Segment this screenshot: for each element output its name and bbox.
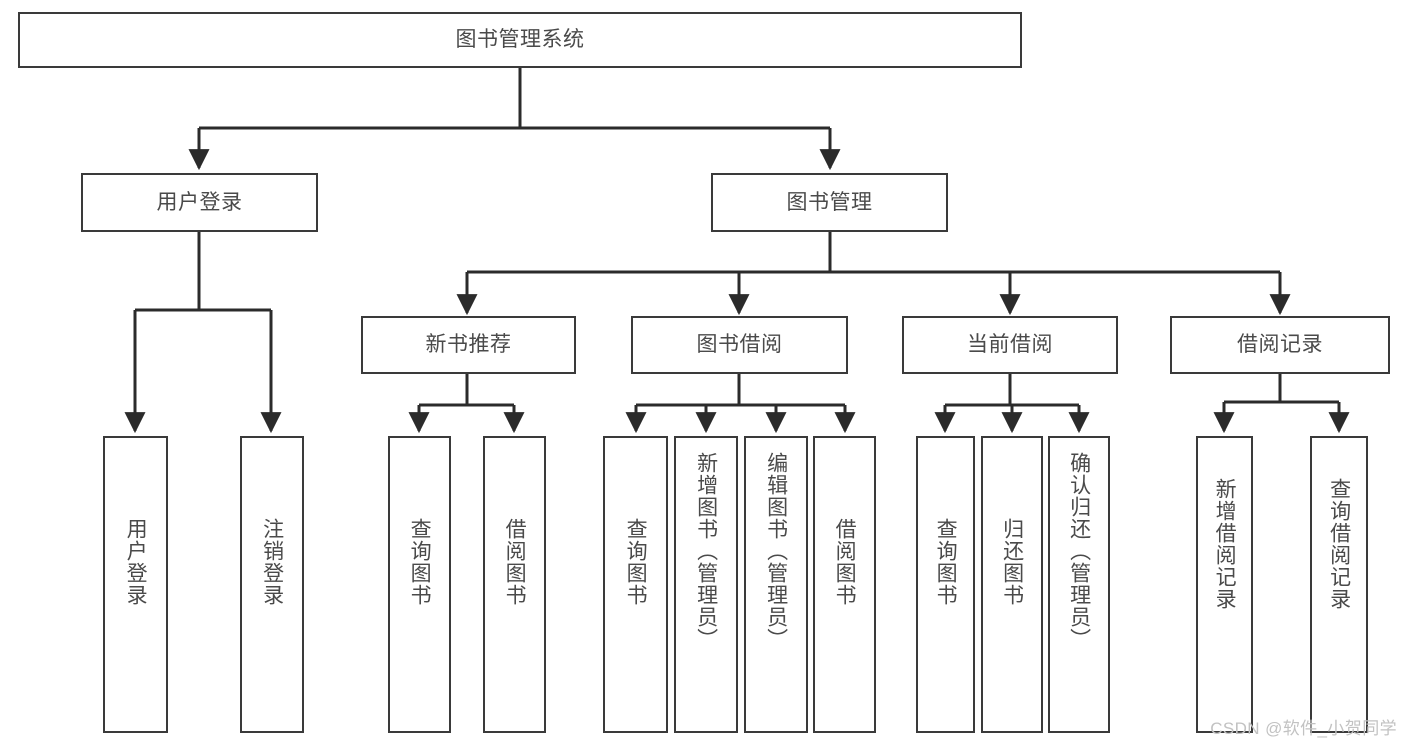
node-label: 图书借阅 — [696, 333, 783, 357]
leaf-user-login-signout[interactable]: 注销登录 — [240, 436, 304, 733]
node-label: 图书管理系统 — [455, 28, 585, 52]
node-label: 查询图书 — [624, 518, 648, 606]
node-label: 用户登录 — [156, 190, 243, 214]
node-current-borrow[interactable]: 当前借阅 — [902, 316, 1118, 374]
node-label: 注销登录 — [260, 518, 284, 606]
leaf-current-borrow-confirm[interactable]: 确认归还（管理员） — [1048, 436, 1110, 733]
node-label: 当前借阅 — [967, 333, 1053, 357]
node-label: 借阅图书 — [503, 518, 527, 606]
leaf-new-book-query[interactable]: 查询图书 — [388, 436, 451, 733]
leaf-new-book-borrow[interactable]: 借阅图书 — [483, 436, 546, 733]
node-borrow-record[interactable]: 借阅记录 — [1170, 316, 1390, 374]
leaf-current-borrow-query[interactable]: 查询图书 — [916, 436, 975, 733]
node-label: 编辑图书（管理员） — [764, 452, 788, 650]
node-label: 借阅记录 — [1237, 333, 1323, 357]
leaf-borrow-record-add[interactable]: 新增借阅记录 — [1196, 436, 1253, 733]
node-label: 确认归还（管理员） — [1067, 452, 1091, 650]
node-label: 新增借阅记录 — [1213, 478, 1237, 610]
leaf-book-borrow-add[interactable]: 新增图书（管理员） — [674, 436, 738, 733]
node-root-system[interactable]: 图书管理系统 — [18, 12, 1022, 68]
leaf-borrow-record-query[interactable]: 查询借阅记录 — [1310, 436, 1368, 733]
node-user-login[interactable]: 用户登录 — [81, 173, 318, 232]
node-book-management[interactable]: 图书管理 — [711, 173, 948, 232]
node-label: 用户登录 — [124, 518, 148, 606]
node-label: 图书管理 — [786, 190, 873, 214]
leaf-user-login-signin[interactable]: 用户登录 — [103, 436, 168, 733]
node-book-borrow[interactable]: 图书借阅 — [631, 316, 848, 374]
leaf-book-borrow-lend[interactable]: 借阅图书 — [813, 436, 876, 733]
node-label: 新增图书（管理员） — [694, 452, 718, 650]
node-label: 归还图书 — [1000, 518, 1024, 606]
leaf-book-borrow-edit[interactable]: 编辑图书（管理员） — [744, 436, 808, 733]
node-label: 查询借阅记录 — [1327, 478, 1351, 610]
leaf-book-borrow-query[interactable]: 查询图书 — [603, 436, 668, 733]
node-label: 新书推荐 — [425, 333, 512, 357]
leaf-current-borrow-return[interactable]: 归还图书 — [981, 436, 1043, 733]
node-label: 查询图书 — [934, 518, 958, 606]
node-new-book-recommend[interactable]: 新书推荐 — [361, 316, 576, 374]
node-label: 借阅图书 — [833, 518, 857, 606]
node-label: 查询图书 — [408, 518, 432, 606]
watermark-text: CSDN @软件_小贺同学 — [1210, 719, 1397, 738]
